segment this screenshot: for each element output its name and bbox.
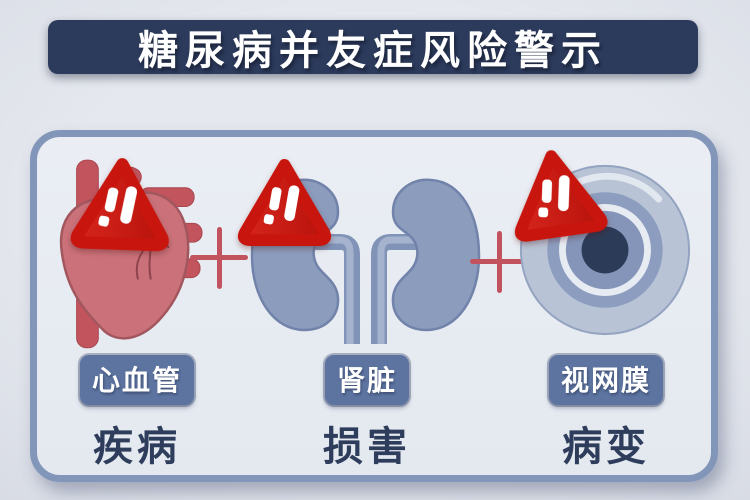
- warning-triangle-icon: [237, 158, 332, 247]
- risk-item-cardiovascular: 心血管 疾病: [37, 355, 237, 472]
- plus-icon: [190, 227, 248, 289]
- organ-badge: 视网膜: [548, 355, 663, 405]
- organ-label: 疾病: [93, 425, 181, 469]
- organ-badge: 心血管: [79, 355, 194, 405]
- organ-label: 病变: [562, 425, 650, 469]
- plus-vertical-bar: [497, 231, 502, 293]
- risk-item-kidney: 肾脏 损害: [267, 355, 467, 472]
- plus-vertical-bar: [217, 227, 222, 289]
- risk-item-retina: 视网膜 病变: [506, 355, 706, 472]
- warning-triangle-icon: [514, 150, 608, 242]
- organ-label: 损害: [323, 425, 411, 469]
- title-banner: 糖尿病并友症风险警示: [48, 20, 698, 74]
- warning-triangle-icon: [70, 158, 169, 252]
- page-title: 糖尿病并友症风险警示: [138, 29, 608, 73]
- plus-icon: [470, 231, 528, 293]
- kidneys-icon: [250, 178, 481, 344]
- organ-badge: 肾脏: [324, 355, 409, 405]
